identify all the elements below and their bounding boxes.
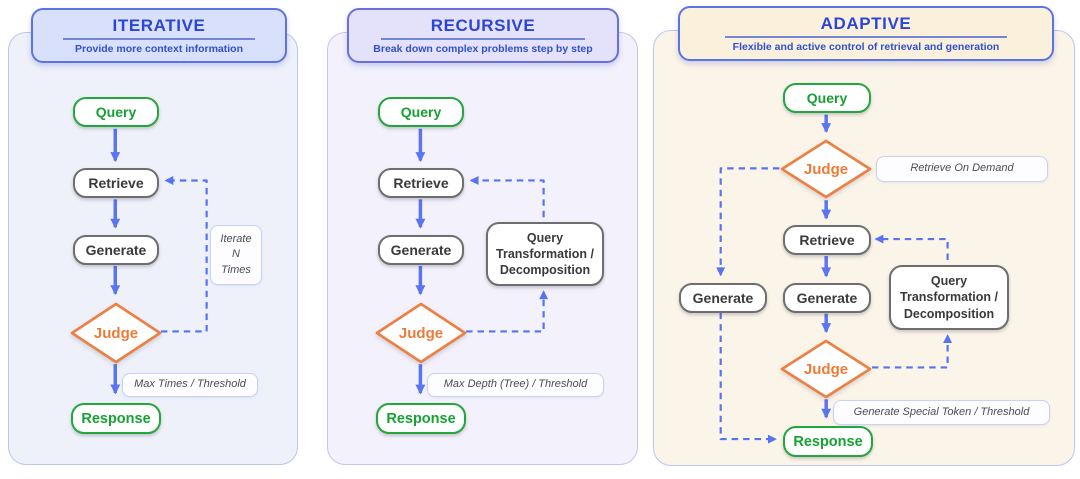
title-underline xyxy=(63,38,255,40)
hint-line: N xyxy=(232,248,240,261)
node-generate-left: Generate xyxy=(679,283,767,313)
node-line: Decomposition xyxy=(903,306,995,321)
hint-iterate-n-times: Iterate N Times xyxy=(210,225,262,285)
node-line: Decomposition xyxy=(499,263,591,278)
diamond-shape xyxy=(780,139,872,199)
node-line: Query xyxy=(930,274,968,289)
node-query: Query xyxy=(73,97,159,127)
flow-arrows xyxy=(110,128,208,395)
title-underline xyxy=(724,36,1008,38)
node-query: Query xyxy=(783,83,871,113)
node-generate: Generate xyxy=(783,283,871,313)
node-line: Query xyxy=(526,230,564,245)
node-generate: Generate xyxy=(73,235,159,265)
diamond-shape xyxy=(780,339,872,399)
flow-arrows xyxy=(716,114,953,444)
node-judge: Judge xyxy=(375,302,467,364)
node-query-transformation: Query Transformation / Decomposition xyxy=(486,222,604,286)
panel-iterative-header: ITERATIVE Provide more context informati… xyxy=(31,8,287,63)
diamond-shape xyxy=(70,302,162,364)
panel-adaptive-header: ADAPTIVE Flexible and active control of … xyxy=(678,6,1054,61)
flow-arrows xyxy=(415,128,549,395)
node-response: Response xyxy=(783,426,873,457)
node-judge-label: Judge xyxy=(398,324,444,342)
node-query: Query xyxy=(378,97,464,127)
panel-recursive: RECURSIVE Break down complex problems st… xyxy=(327,8,638,465)
node-retrieve: Retrieve xyxy=(378,168,464,198)
panel-title: ADAPTIVE xyxy=(820,14,912,33)
node-judge-bottom: Judge xyxy=(780,339,872,399)
node-generate: Generate xyxy=(378,235,464,265)
node-judge-label: Judge xyxy=(803,160,849,178)
node-retrieve: Retrieve xyxy=(73,168,159,198)
node-retrieve: Retrieve xyxy=(783,225,871,255)
panel-title: ITERATIVE xyxy=(112,16,206,35)
panel-subtitle: Flexible and active control of retrieval… xyxy=(732,40,1000,53)
node-response: Response xyxy=(376,403,466,434)
panel-title: RECURSIVE xyxy=(430,16,536,35)
node-line: Transformation / xyxy=(900,290,998,305)
node-query-transformation: Query Transformation / Decomposition xyxy=(889,265,1009,330)
node-line: Transformation / xyxy=(496,246,594,261)
diamond-shape xyxy=(375,302,467,364)
panel-subtitle: Break down complex problems step by step xyxy=(373,42,593,55)
node-judge-top: Judge xyxy=(780,139,872,199)
panel-subtitle: Provide more context information xyxy=(74,42,244,55)
panel-iterative: ITERATIVE Provide more context informati… xyxy=(8,8,298,465)
hint-generate-special-token-threshold: Generate Special Token / Threshold xyxy=(833,400,1050,425)
hint-line: Iterate xyxy=(220,232,252,245)
node-judge: Judge xyxy=(70,302,162,364)
panel-recursive-header: RECURSIVE Break down complex problems st… xyxy=(347,8,619,63)
hint-max-depth-threshold: Max Depth (Tree) / Threshold xyxy=(427,373,604,397)
panel-adaptive: ADAPTIVE Flexible and active control of … xyxy=(653,6,1075,466)
node-judge-label: Judge xyxy=(803,360,849,378)
hint-retrieve-on-demand: Retrieve On Demand xyxy=(876,156,1048,182)
node-judge-label: Judge xyxy=(93,324,139,342)
title-underline xyxy=(381,38,585,40)
hint-max-times-threshold: Max Times / Threshold xyxy=(122,373,258,397)
hint-line: Times xyxy=(221,263,251,276)
node-response: Response xyxy=(71,403,161,434)
